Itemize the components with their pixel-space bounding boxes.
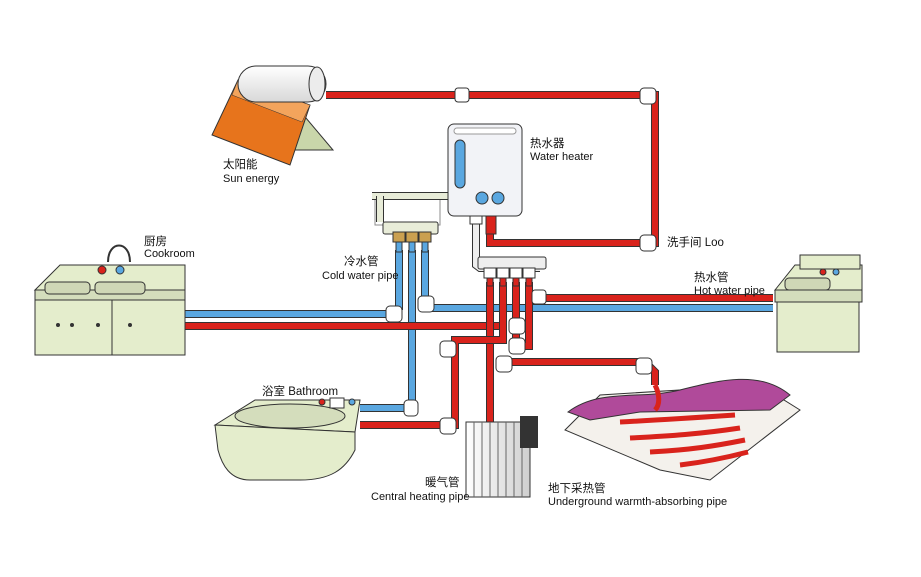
cold-manifold: [382, 221, 439, 253]
hot-water-sink: [773, 254, 863, 353]
radiator: [465, 416, 538, 498]
solar-panel: [211, 65, 335, 166]
kitchen-label-cn: 厨房: [144, 236, 167, 248]
bathtub: [213, 397, 361, 481]
hot-pipe-bath: [360, 282, 506, 428]
kitchen-sink: [33, 244, 186, 356]
solar-label-en: Sun energy: [223, 173, 280, 185]
radiator-label-cn: 暖气管: [425, 477, 460, 489]
fittings: [385, 87, 657, 435]
water-heater: [447, 123, 523, 235]
floor-heating: [564, 378, 801, 481]
bath-label: 浴室 Bathroom: [262, 386, 339, 398]
loo-label: 洗手间 Loo: [667, 237, 724, 249]
kitchen-label-en: Cookroom: [144, 248, 195, 260]
radiator-label-en: Central heating pipe: [371, 491, 470, 503]
hot-pipe-floor: [512, 358, 659, 385]
floor-label-cn: 地下采热管: [548, 483, 606, 495]
cold-pipe-label-en: Cold water pipe: [322, 270, 399, 282]
hot-pipe-label-cn: 热水管: [694, 272, 729, 284]
solar-label-cn: 太阳能: [223, 159, 258, 171]
floor-label-en: Underground warmth-absorbing pipe: [548, 496, 728, 508]
cold-pipe-label-cn: 冷水管: [344, 256, 379, 268]
heater-label-cn: 热水器: [530, 138, 565, 150]
hot-pipe-label-en: Hot water pipe: [694, 285, 765, 297]
hot-manifold: [477, 256, 547, 287]
heater-label-en: Water heater: [530, 151, 594, 163]
